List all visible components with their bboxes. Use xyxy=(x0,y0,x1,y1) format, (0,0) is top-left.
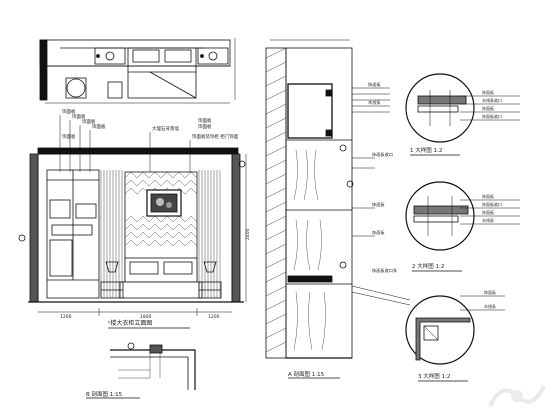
leader-label: 饰面板 xyxy=(62,133,76,140)
detail-1-title: 1 大样图 1:2 xyxy=(410,146,442,154)
detail-label: 木线条收口 xyxy=(482,97,502,103)
dim-label: 2400 xyxy=(245,228,251,240)
detail-label: 饰面板收口 xyxy=(482,113,502,119)
detail-label: 木线条 xyxy=(484,303,496,309)
callout-label: 饰面板收口 xyxy=(372,151,393,158)
detail-label: 木线条 xyxy=(482,217,494,223)
detail-2-labels: 饰面板 饰面板收口 饰面板 木线条 xyxy=(482,193,502,223)
detail-label: 饰面板 xyxy=(482,193,494,199)
section-b-title: B 剖面图 1:15 xyxy=(86,390,123,398)
detail-label: 饰面板 xyxy=(482,105,494,111)
detail-label: 饰面板 xyxy=(484,289,496,295)
leader-label: 饰面板 xyxy=(198,117,212,124)
section-b-view xyxy=(110,342,196,390)
detail-2 xyxy=(405,181,520,251)
detail-1 xyxy=(405,73,520,143)
dim-label: 1200 xyxy=(60,314,72,320)
detail-3 xyxy=(405,295,505,365)
callout-label: 饰面板 xyxy=(368,81,381,88)
elevation-view xyxy=(18,115,247,316)
callout-label: 饰面板 xyxy=(372,229,385,236)
elevation-leaders: 饰面板 饰面板 饰面板 饰面板 饰面板 大理石背景墙 饰面板装饰柜 柜门饰面 饰… xyxy=(60,108,251,320)
callout-label: 饰面板 xyxy=(372,201,385,208)
leader-label: 饰面板 xyxy=(72,113,86,120)
dim-label: 1800 xyxy=(140,314,152,320)
detail-3-title: 3 大样图 1:2 xyxy=(418,372,450,380)
dim-label: 1200 xyxy=(208,314,220,320)
leader-label: 大理石背景墙 xyxy=(152,125,179,132)
section-a-callouts: 饰面板 木线条 饰面板收口 饰面板 饰面板 饰面板收口条 xyxy=(368,81,398,274)
detail-2-title: 2 大样图 1:2 xyxy=(412,262,444,270)
detail-3-labels: 饰面板 木线条 xyxy=(484,289,496,309)
elevation-title: ⁿ楼大衣柜立面图 xyxy=(108,319,152,327)
leader-label: 饰面板装饰柜 柜门饰面 xyxy=(192,133,239,140)
callout-label: 木线条 xyxy=(368,99,381,106)
leader-label: 饰面板 xyxy=(92,123,106,130)
callout-label: 饰面板收口条 xyxy=(372,267,398,274)
detail-1-labels: 饰面板 木线条收口 饰面板 饰面板收口 xyxy=(482,89,502,119)
logo-watermark-icon xyxy=(488,385,546,407)
leader-label: 饰面板 xyxy=(82,118,96,125)
section-a-title: A 剖面图 1:15 xyxy=(288,370,325,378)
detail-label: 饰面板 xyxy=(482,209,494,215)
plan-view xyxy=(39,38,236,104)
leader-label: 饰面板 xyxy=(62,108,76,115)
detail-label: 饰面板收口 xyxy=(482,201,502,207)
leader-label: 饰面板 xyxy=(198,123,212,130)
section-a-view xyxy=(265,39,411,359)
detail-label: 饰面板 xyxy=(482,89,494,95)
